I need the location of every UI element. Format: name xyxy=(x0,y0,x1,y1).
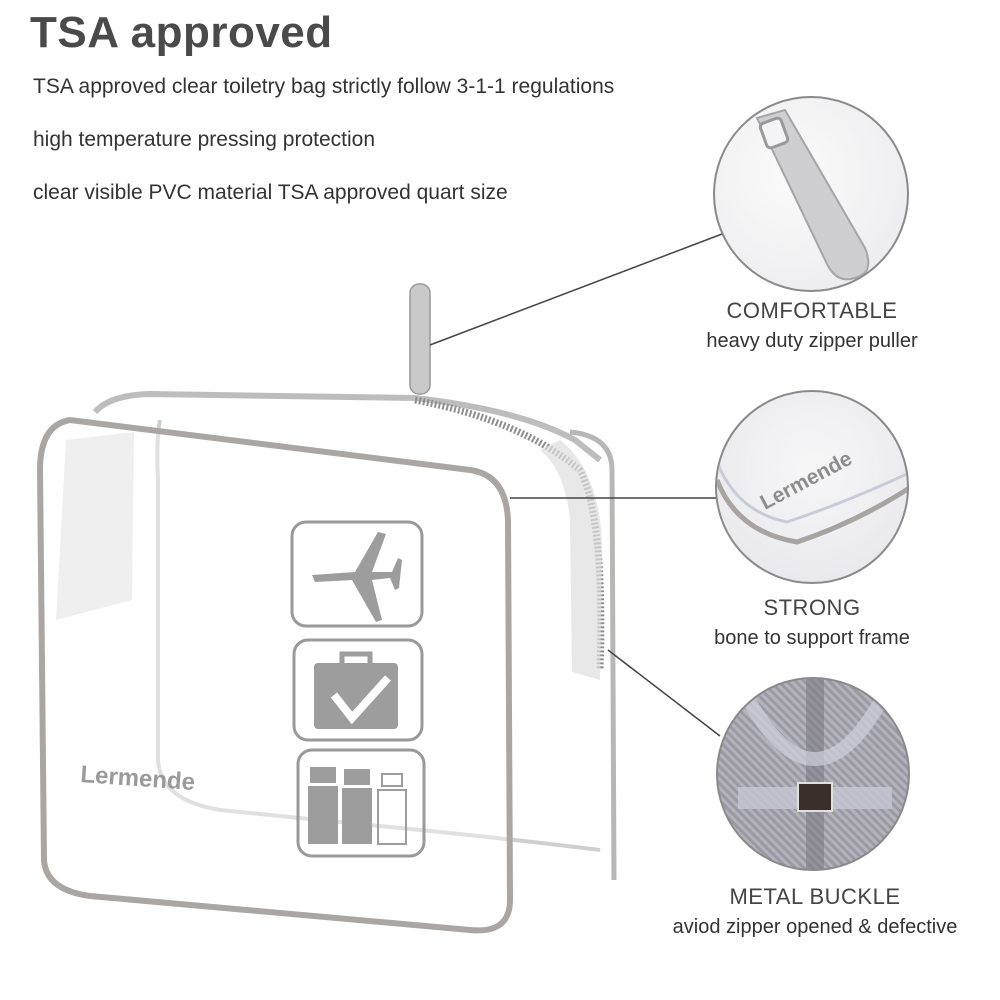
zipper-puller-icon xyxy=(755,108,870,281)
callout-comfortable: COMFORTABLE heavy duty zipper puller xyxy=(632,298,992,353)
zipper-puller xyxy=(409,283,431,395)
callout-heading: COMFORTABLE xyxy=(726,298,898,323)
frame-corner-icon: Lermende xyxy=(717,447,907,545)
callout-strong: STRONG bone to support frame xyxy=(632,595,992,650)
airplane-icon xyxy=(290,520,424,628)
callout-subtext: heavy duty zipper puller xyxy=(706,330,918,352)
callout-heading: METAL BUCKLE xyxy=(729,884,901,909)
callout-heading: STRONG xyxy=(763,595,861,620)
metal-buckle-detail-image xyxy=(716,677,910,871)
zipper-buckle-icon xyxy=(738,679,892,869)
page-title: TSA approved xyxy=(30,8,333,57)
callout-metal-buckle: METAL BUCKLE aviod zipper opened & defec… xyxy=(635,884,995,939)
briefcase-check-icon xyxy=(292,638,424,742)
bottles-icon xyxy=(296,748,426,858)
callout-subtext: aviod zipper opened & defective xyxy=(672,916,958,938)
frame-detail-image: Lermende xyxy=(715,390,909,584)
callout-subtext: bone to support frame xyxy=(714,627,910,649)
feature-line-1: TSA approved clear toiletry bag strictly… xyxy=(33,75,615,98)
svg-text:Lermende: Lermende xyxy=(757,447,856,514)
feature-line-2: high temperature pressing protection xyxy=(33,128,376,151)
feature-line-3: clear visible PVC material TSA approved … xyxy=(33,181,508,204)
zipper-puller-detail-image xyxy=(713,96,909,292)
